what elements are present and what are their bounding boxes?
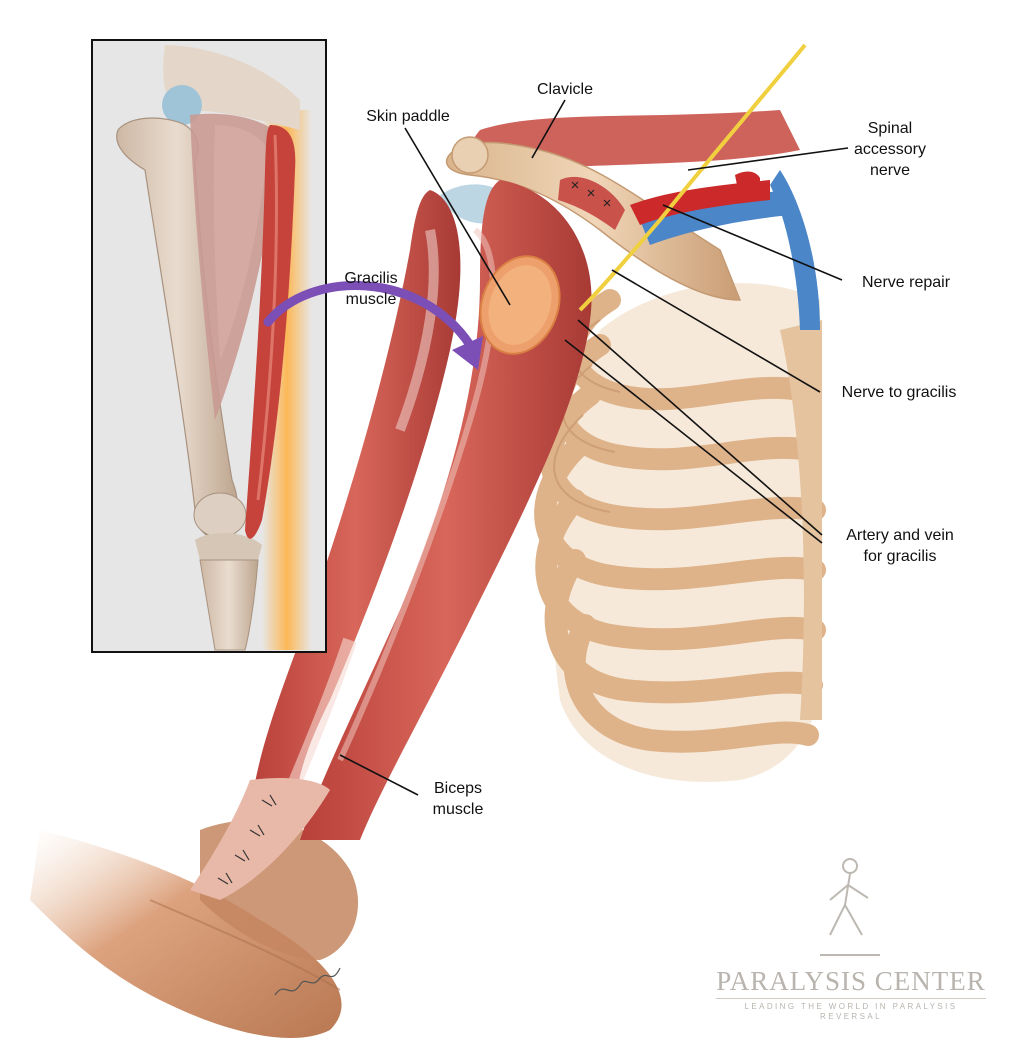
forearm [30, 820, 359, 1039]
label-spinal-accessory-nerve: Spinal accessory nerve [845, 118, 935, 181]
label-skin-paddle-text: Skin paddle [366, 108, 450, 125]
label-skin-paddle: Skin paddle [358, 106, 458, 127]
label-nerve-to-gracilis-text: Nerve to gracilis [841, 384, 957, 401]
label-nerve-repair-text: Nerve repair [861, 274, 951, 291]
label-gracilis-line-2: muscle [345, 291, 397, 308]
leader-artery [577, 319, 823, 536]
spinal-accessory-nerve-graphic [578, 43, 807, 312]
leader-vein [564, 339, 823, 544]
leader-nerve-to-gracilis [611, 269, 821, 393]
nerve-repair-site [558, 176, 625, 230]
brand-watermark: PARALYSIS CENTER LEADING THE WORLD IN PA… [716, 966, 986, 1022]
leader-nerve-repair [662, 204, 843, 281]
skin-paddle-graphic [479, 255, 561, 355]
paralysis-center-logo-figure [820, 858, 880, 956]
inset-thigh-panel [91, 39, 327, 653]
label-biceps-muscle: Biceps muscle [420, 778, 496, 820]
label-artery-line-1: Artery and vein [846, 527, 954, 544]
brand-tagline: LEADING THE WORLD IN PARALYSIS REVERSAL [744, 1002, 958, 1021]
label-artery-line-2: for gracilis [863, 548, 937, 565]
label-spinal-line-1: Spinal [867, 120, 913, 137]
label-gracilis-line-1: Gracilis [344, 270, 398, 287]
label-clavicle: Clavicle [530, 79, 600, 100]
label-gracilis-muscle: Gracilis muscle [335, 268, 407, 310]
leader-clavicle [531, 99, 566, 159]
rib-cage [534, 283, 826, 782]
label-spinal-line-2: accessory [853, 141, 927, 158]
label-nerve-repair: Nerve repair [850, 272, 962, 293]
leader-spinal-accessory [687, 147, 849, 171]
sternum [780, 320, 822, 720]
label-biceps-line-1: Biceps [433, 780, 483, 797]
leader-skin-paddle [404, 127, 511, 306]
leader-lines [339, 99, 849, 796]
label-biceps-line-2: muscle [432, 801, 484, 818]
label-clavicle-text: Clavicle [536, 81, 593, 98]
artist-signature [274, 967, 341, 996]
transfer-arrow [263, 281, 483, 370]
label-spinal-line-3: nerve [869, 162, 911, 179]
brand-name: PARALYSIS CENTER [716, 966, 986, 996]
brand-divider [716, 998, 986, 999]
label-nerve-to-gracilis: Nerve to gracilis [830, 382, 968, 403]
leader-biceps [339, 754, 419, 796]
label-artery-and-vein: Artery and vein for gracilis [834, 525, 966, 567]
